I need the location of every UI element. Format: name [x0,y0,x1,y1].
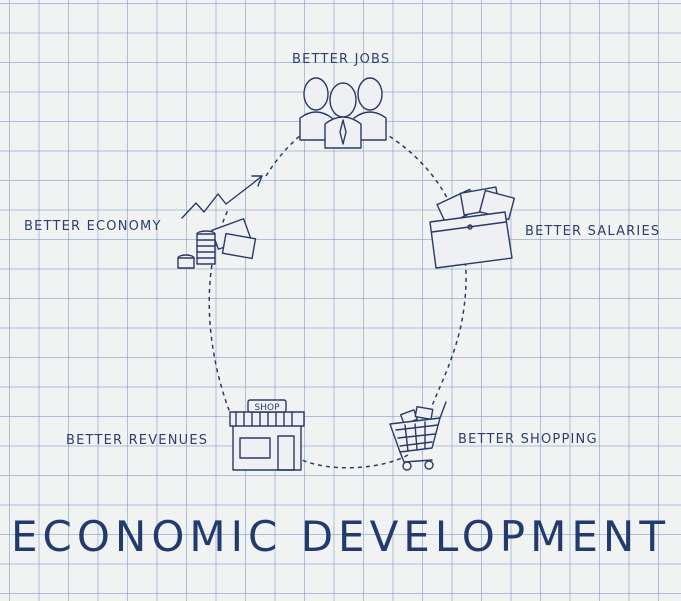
node-label-jobs: BETTER JOBS [292,52,391,67]
people-icon [299,77,387,149]
node-label-revenues: BETTER REVENUES [66,433,209,448]
shopping-cart-icon [389,401,447,471]
cycle-connector [208,127,467,469]
node-label-economy: BETTER ECONOMY [24,219,162,234]
node-label-shopping: BETTER SHOPPING [458,432,598,447]
diagram-title: ECONOMIC DEVELOPMENT [11,512,670,561]
wallet-money-icon [429,186,516,269]
growth-money-icon [177,175,263,269]
shop-sign-text: SHOP [255,403,281,413]
node-label-salaries: BETTER SALARIES [525,224,661,239]
shop-icon [229,399,305,471]
